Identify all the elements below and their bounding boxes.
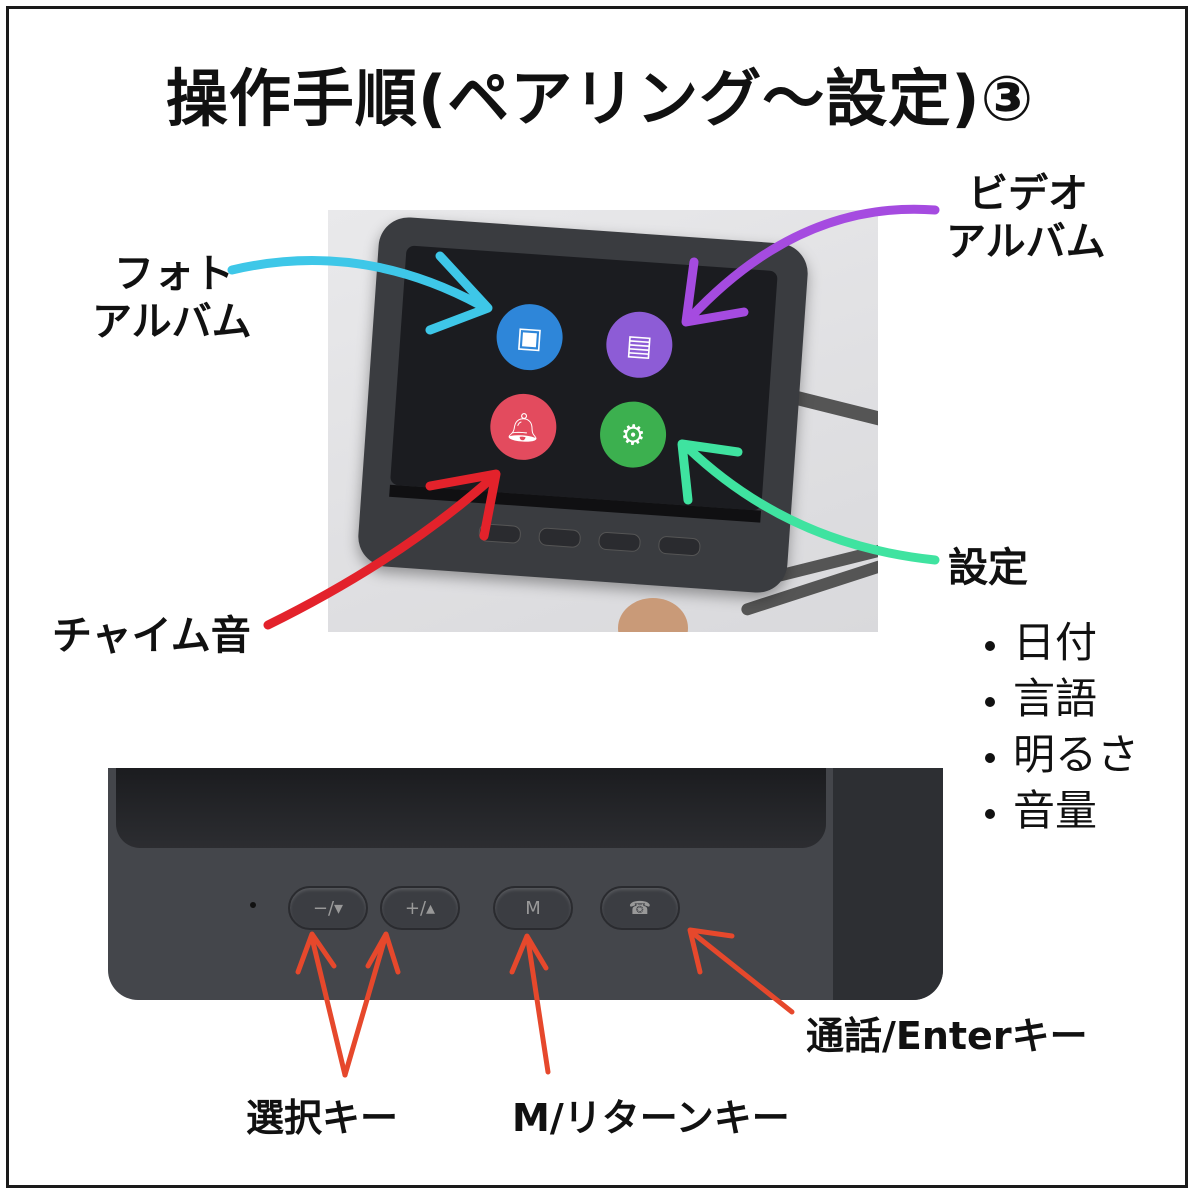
return-key-arrow	[525, 937, 551, 1075]
call-key-arrow	[691, 931, 795, 1015]
photo-album-arrow	[227, 256, 485, 310]
video-album-arrowhead	[681, 257, 749, 327]
settings-list: 日付 言語 明るさ 音量	[985, 615, 1139, 839]
page-title: 操作手順(ペアリング～設定)③	[165, 62, 1035, 135]
select-minus-arrow	[309, 935, 348, 1078]
label-video-album: ビデオ アルバム	[946, 170, 1106, 266]
label-select-key: 選択キー	[246, 1096, 399, 1140]
bullet	[985, 808, 995, 819]
device-glass-edge	[116, 768, 826, 848]
settings-arrow	[683, 443, 940, 565]
settings-item-date: 日付	[985, 615, 1139, 671]
label-video-album-line2: アルバム	[946, 219, 1106, 265]
label-return-key: M/リターンキー	[512, 1096, 790, 1140]
call-key-arrowhead	[687, 927, 735, 975]
button-closeup: −/▾ +/▴ M ☎	[108, 768, 943, 1000]
chime-arrow	[263, 473, 497, 630]
select-minus-arrowhead	[295, 931, 337, 975]
label-settings: 設定	[948, 545, 1028, 591]
select-plus-arrowhead	[365, 931, 401, 975]
label-call-key: 通話/Enterキー	[806, 1014, 1088, 1058]
label-chime: チャイム音	[52, 613, 251, 659]
settings-item-language: 言語	[985, 671, 1139, 727]
minus-down-button[interactable]: −/▾	[288, 886, 368, 930]
label-photo-album: フォト アルバム	[92, 250, 252, 346]
settings-item-label: 言語	[1013, 674, 1098, 723]
settings-item-volume: 音量	[985, 783, 1139, 839]
settings-item-label: 日付	[1013, 618, 1098, 667]
video-album-arrow	[685, 204, 940, 323]
call-button[interactable]: ☎	[600, 886, 680, 930]
select-plus-arrow	[342, 935, 388, 1078]
device-side-edge	[833, 768, 943, 1000]
settings-arrowhead	[677, 439, 743, 505]
bullet	[985, 640, 995, 651]
chime-arrowhead	[425, 469, 501, 541]
label-video-album-line1: ビデオ	[968, 171, 1088, 217]
settings-item-brightness: 明るさ	[985, 727, 1139, 783]
settings-item-label: 明るさ	[1013, 730, 1140, 779]
bullet	[985, 752, 995, 763]
plus-up-button[interactable]: +/▴	[380, 886, 460, 930]
photo-album-arrowhead	[425, 251, 493, 335]
label-photo-album-line1: フォト	[114, 251, 234, 297]
settings-item-label: 音量	[1013, 786, 1098, 835]
return-key-arrowhead	[509, 933, 549, 975]
m-button[interactable]: M	[493, 886, 573, 930]
mic-hole	[250, 902, 256, 908]
bullet	[985, 696, 995, 707]
outer-frame	[6, 6, 1188, 1188]
label-photo-album-line2: アルバム	[92, 299, 252, 345]
